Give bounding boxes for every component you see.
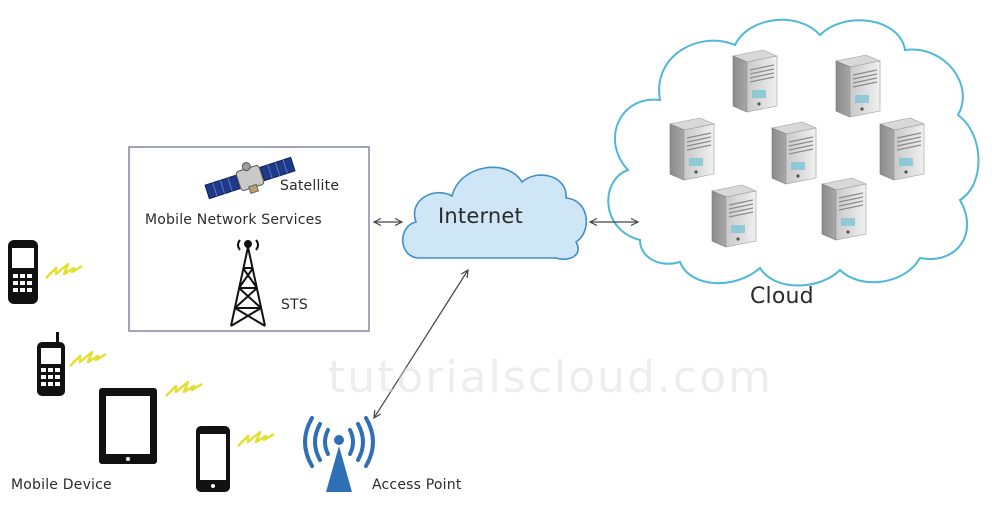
server-icon [879, 117, 925, 181]
watermark: tutorialscloud.com [328, 352, 773, 403]
lightning-icon [68, 350, 108, 368]
sts-label: STS [281, 297, 308, 313]
cloud-label: Cloud [750, 284, 814, 309]
server-icon [711, 184, 757, 248]
satellite-label: Satellite [280, 178, 340, 194]
wifi-icon [303, 416, 375, 468]
access-point-label: Access Point [372, 477, 462, 493]
lightning-icon [164, 380, 204, 398]
satellite-icon [204, 156, 296, 200]
tower-icon [230, 239, 266, 327]
server-icon [732, 49, 778, 113]
phone-icon [8, 240, 38, 304]
server-icon [669, 117, 715, 181]
tablet-icon [99, 388, 157, 464]
phone-icon [37, 332, 65, 396]
lightning-icon [236, 430, 276, 448]
smartphone-icon [196, 426, 230, 492]
connector-internet-access-point [374, 270, 468, 418]
mobile-device-label: Mobile Device [11, 477, 112, 493]
server-icon [835, 54, 881, 118]
internet-label: Internet [438, 204, 523, 228]
internet-cloud-shape [402, 166, 588, 260]
server-icon [771, 121, 817, 185]
lightning-icon [44, 262, 84, 280]
server-icon [821, 177, 867, 241]
mobile-network-services-label: Mobile Network Services [145, 212, 322, 228]
access-point-icon [326, 435, 352, 492]
